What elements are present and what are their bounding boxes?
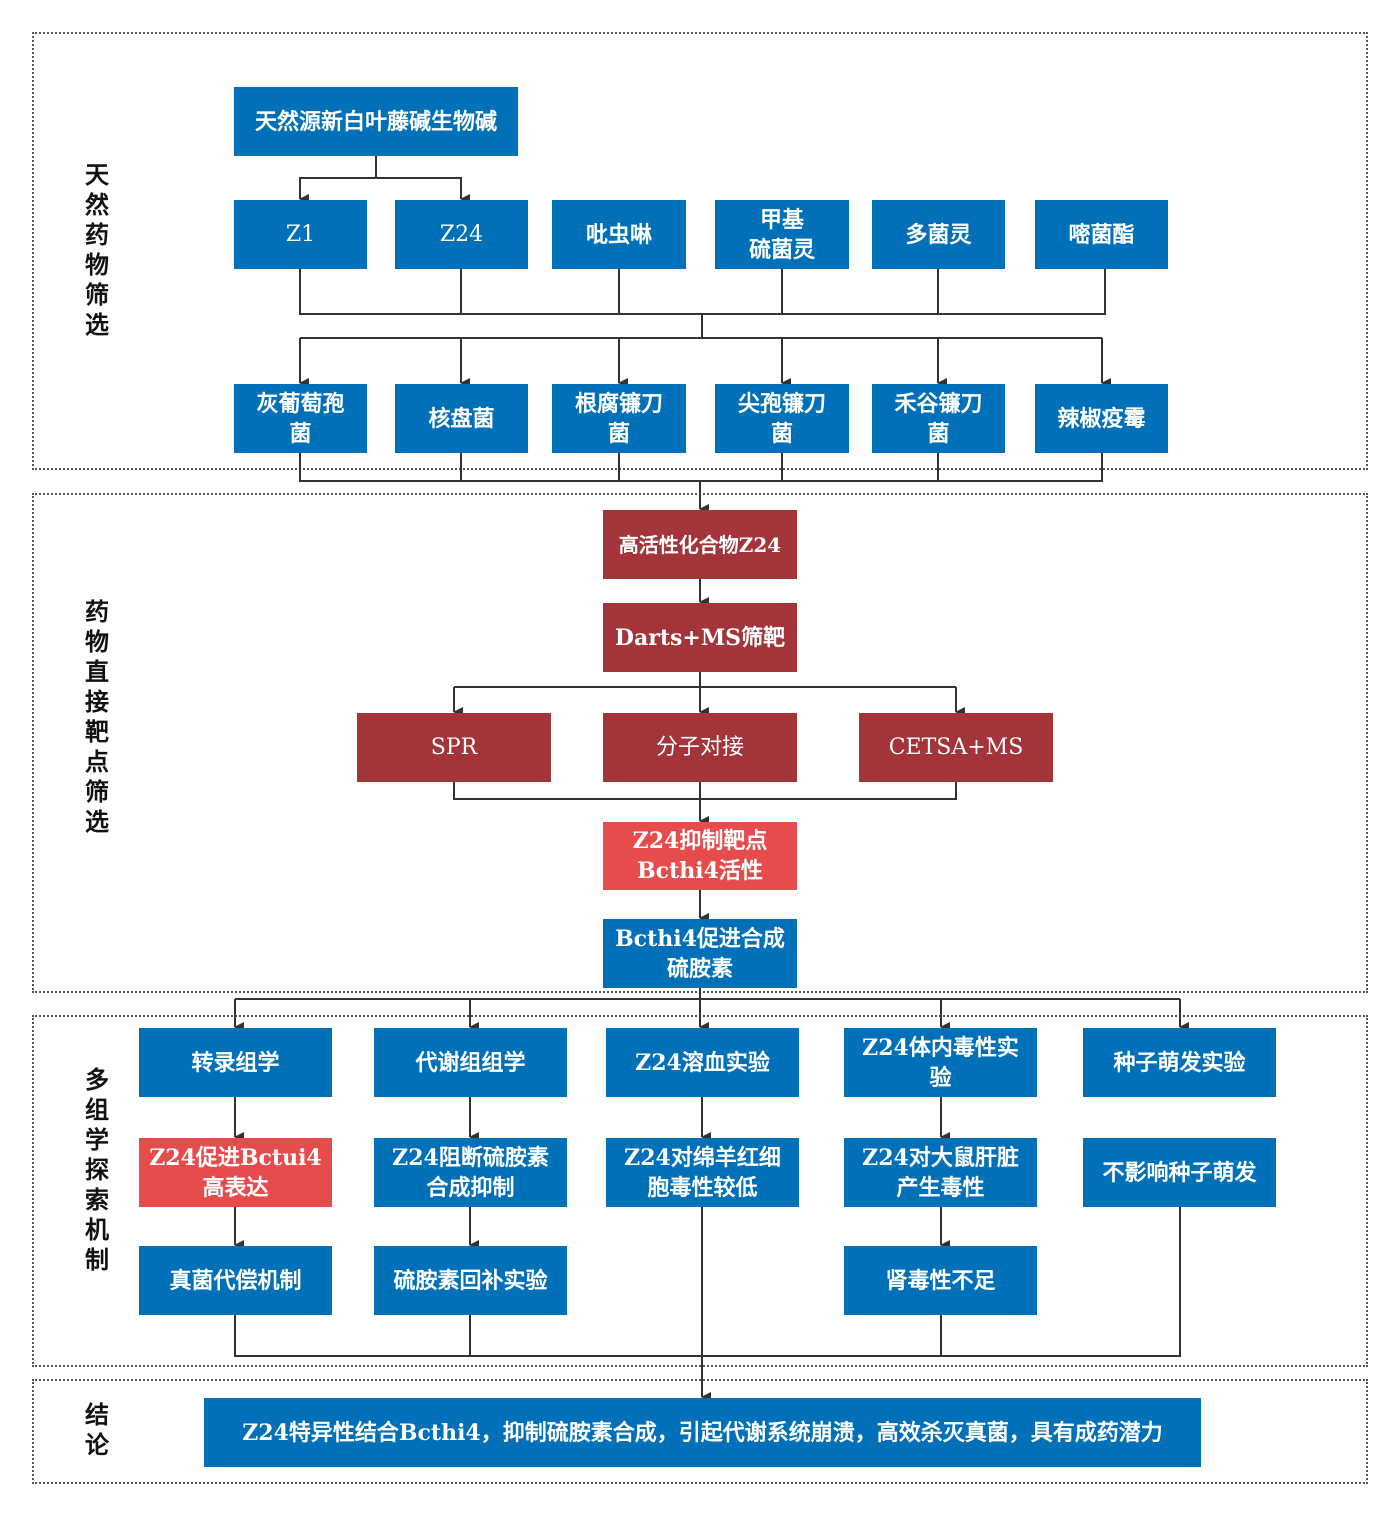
thiamine-rescue-box: 硫胺素回补实验 [374, 1246, 567, 1315]
compound-box-imidacloprid: 吡虫啉 [552, 200, 686, 269]
hemolysis-test-box: Z24溶血实验 [606, 1028, 799, 1097]
in-vivo-toxicity-box: Z24体内毒性实 验 [844, 1028, 1037, 1097]
kidney-toxicity-box: 肾毒性不足 [844, 1246, 1037, 1315]
compensation-mechanism-box: 真菌代偿机制 [139, 1246, 332, 1315]
section-label-2: 药物直接靶点筛选 [85, 598, 109, 836]
fungus-box-fusarium-oxysporum: 尖孢镰刀 菌 [715, 384, 849, 453]
hemolysis-result-box: Z24对绵羊红细 胞毒性较低 [606, 1138, 799, 1207]
compound-box-z1: Z1 [234, 200, 367, 269]
target-screen-box: Darts+MS筛靶 [603, 603, 797, 672]
compound-box-z24: Z24 [395, 200, 528, 269]
metabolomics-box: 代谢组组学 [374, 1028, 567, 1097]
seed-germination-result-box: 不影响种子萌发 [1083, 1138, 1276, 1207]
liver-toxicity-box: Z24对大鼠肝脏 产生毒性 [844, 1138, 1037, 1207]
method-box-cetsa: CETSA+MS [859, 713, 1053, 782]
section-label-3: 多组学探索机制 [85, 1066, 109, 1274]
compound-box-thiophanate-methyl: 甲基 硫菌灵 [715, 200, 849, 269]
fungus-box-botrytis: 灰葡萄孢 菌 [234, 384, 367, 453]
method-box-spr: SPR [357, 713, 551, 782]
section-natural-drug-screening [32, 32, 1368, 470]
section-conclusion [32, 1379, 1368, 1484]
compound-box-azoxystrobin: 嘧菌酯 [1035, 200, 1168, 269]
fungus-box-sclerotinia: 核盘菌 [395, 384, 528, 453]
hit-compound-box: 高活性化合物Z24 [603, 510, 797, 579]
target-inhibition-box: Z24抑制靶点 Bcthi4活性 [603, 822, 797, 890]
thiamine-block-box: Z24阻断硫胺素 合成抑制 [374, 1138, 567, 1207]
transcriptomics-box: 转录组学 [139, 1028, 332, 1097]
compound-box-carbendazim: 多菌灵 [872, 200, 1005, 269]
source-alkaloid-box: 天然源新白叶藤碱生物碱 [234, 87, 518, 156]
bctui4-expression-box: Z24促进Bctui4 高表达 [139, 1138, 332, 1207]
section-label-4: 结论 [85, 1401, 109, 1459]
fungus-box-fusarium-graminearum: 禾谷镰刀 菌 [872, 384, 1005, 453]
seed-germination-test-box: 种子萌发实验 [1083, 1028, 1276, 1097]
target-function-box: Bcthi4促进合成 硫胺素 [603, 919, 797, 988]
fungus-box-fusarium-solani: 根腐镰刀 菌 [552, 384, 686, 453]
conclusion-box: Z24特异性结合Bcthi4，抑制硫胺素合成，引起代谢系统崩溃，高效杀灭真菌，具… [204, 1398, 1201, 1467]
section-label-1: 天然药物筛选 [85, 161, 109, 339]
method-box-docking: 分子对接 [603, 713, 797, 782]
fungus-box-phytophthora: 辣椒疫霉 [1035, 384, 1168, 453]
